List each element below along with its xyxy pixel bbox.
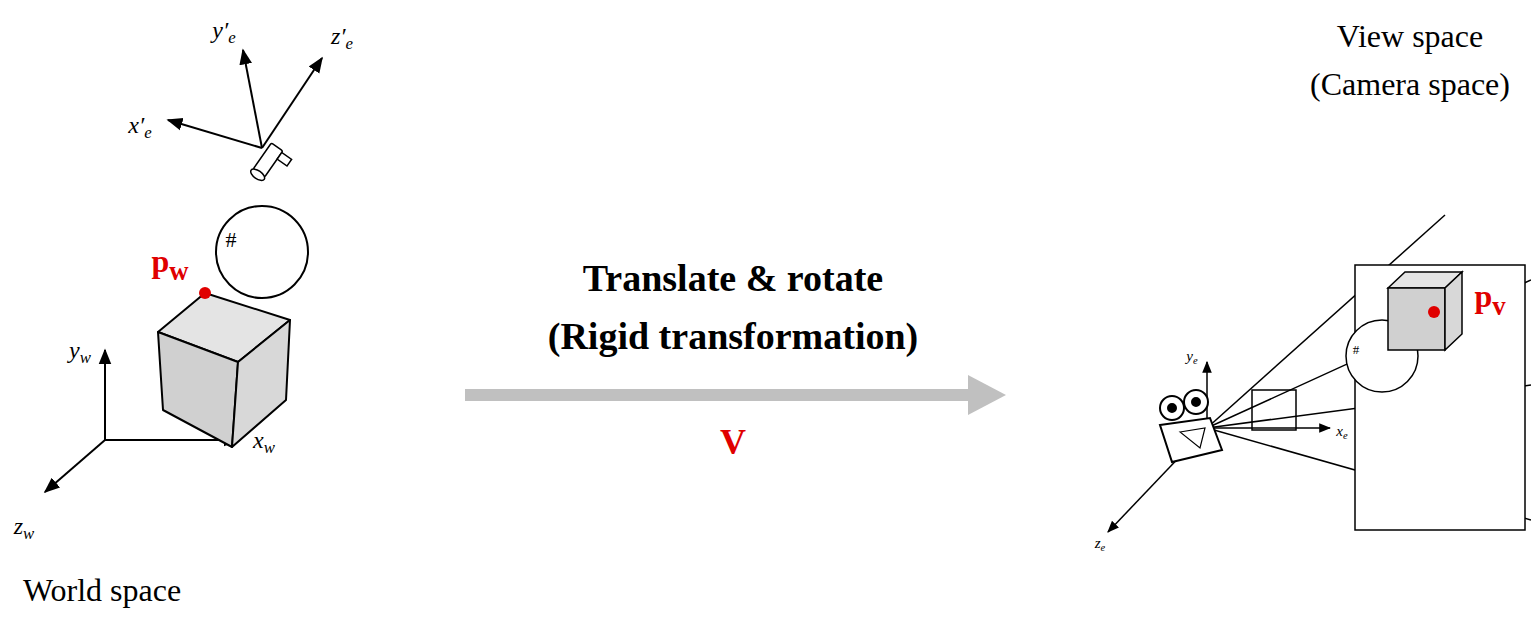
axis-label: xw [253,428,275,457]
view-camera-icon [1160,390,1222,462]
transform-arrowhead [968,375,1006,415]
camera-axes [168,50,322,148]
cube [158,293,290,447]
space-caption: View space [1337,20,1483,52]
sphere-mark: # [226,229,237,251]
point-marker [199,287,211,299]
transform-arrow [465,389,975,401]
point-label: pw [151,245,188,284]
axis-label: yw [69,338,91,367]
axis-label: ze [1095,536,1106,554]
axis-label: z′e [331,24,353,53]
axis-label: ye [1186,349,1197,367]
point-label: pv [1474,280,1505,319]
axis-label: x′e [128,113,151,142]
view-frustum [1207,215,1531,530]
sphere-mark: # [1353,343,1360,356]
view-axes [1108,362,1330,532]
sphere [216,206,308,298]
view-objects [1346,272,1462,392]
axis-label: y′e [212,18,235,47]
axis-label: zw [14,514,35,543]
space-caption: (Camera space) [1310,68,1510,100]
camera-icon [249,142,293,189]
space-caption: World space [23,574,181,606]
axis-label: xe [1336,424,1347,442]
transform-title: Translate & rotate [583,259,883,297]
transform-subtitle: (Rigid transformation) [548,317,918,355]
matrix-symbol: V [720,424,746,460]
point-marker [1428,306,1440,318]
